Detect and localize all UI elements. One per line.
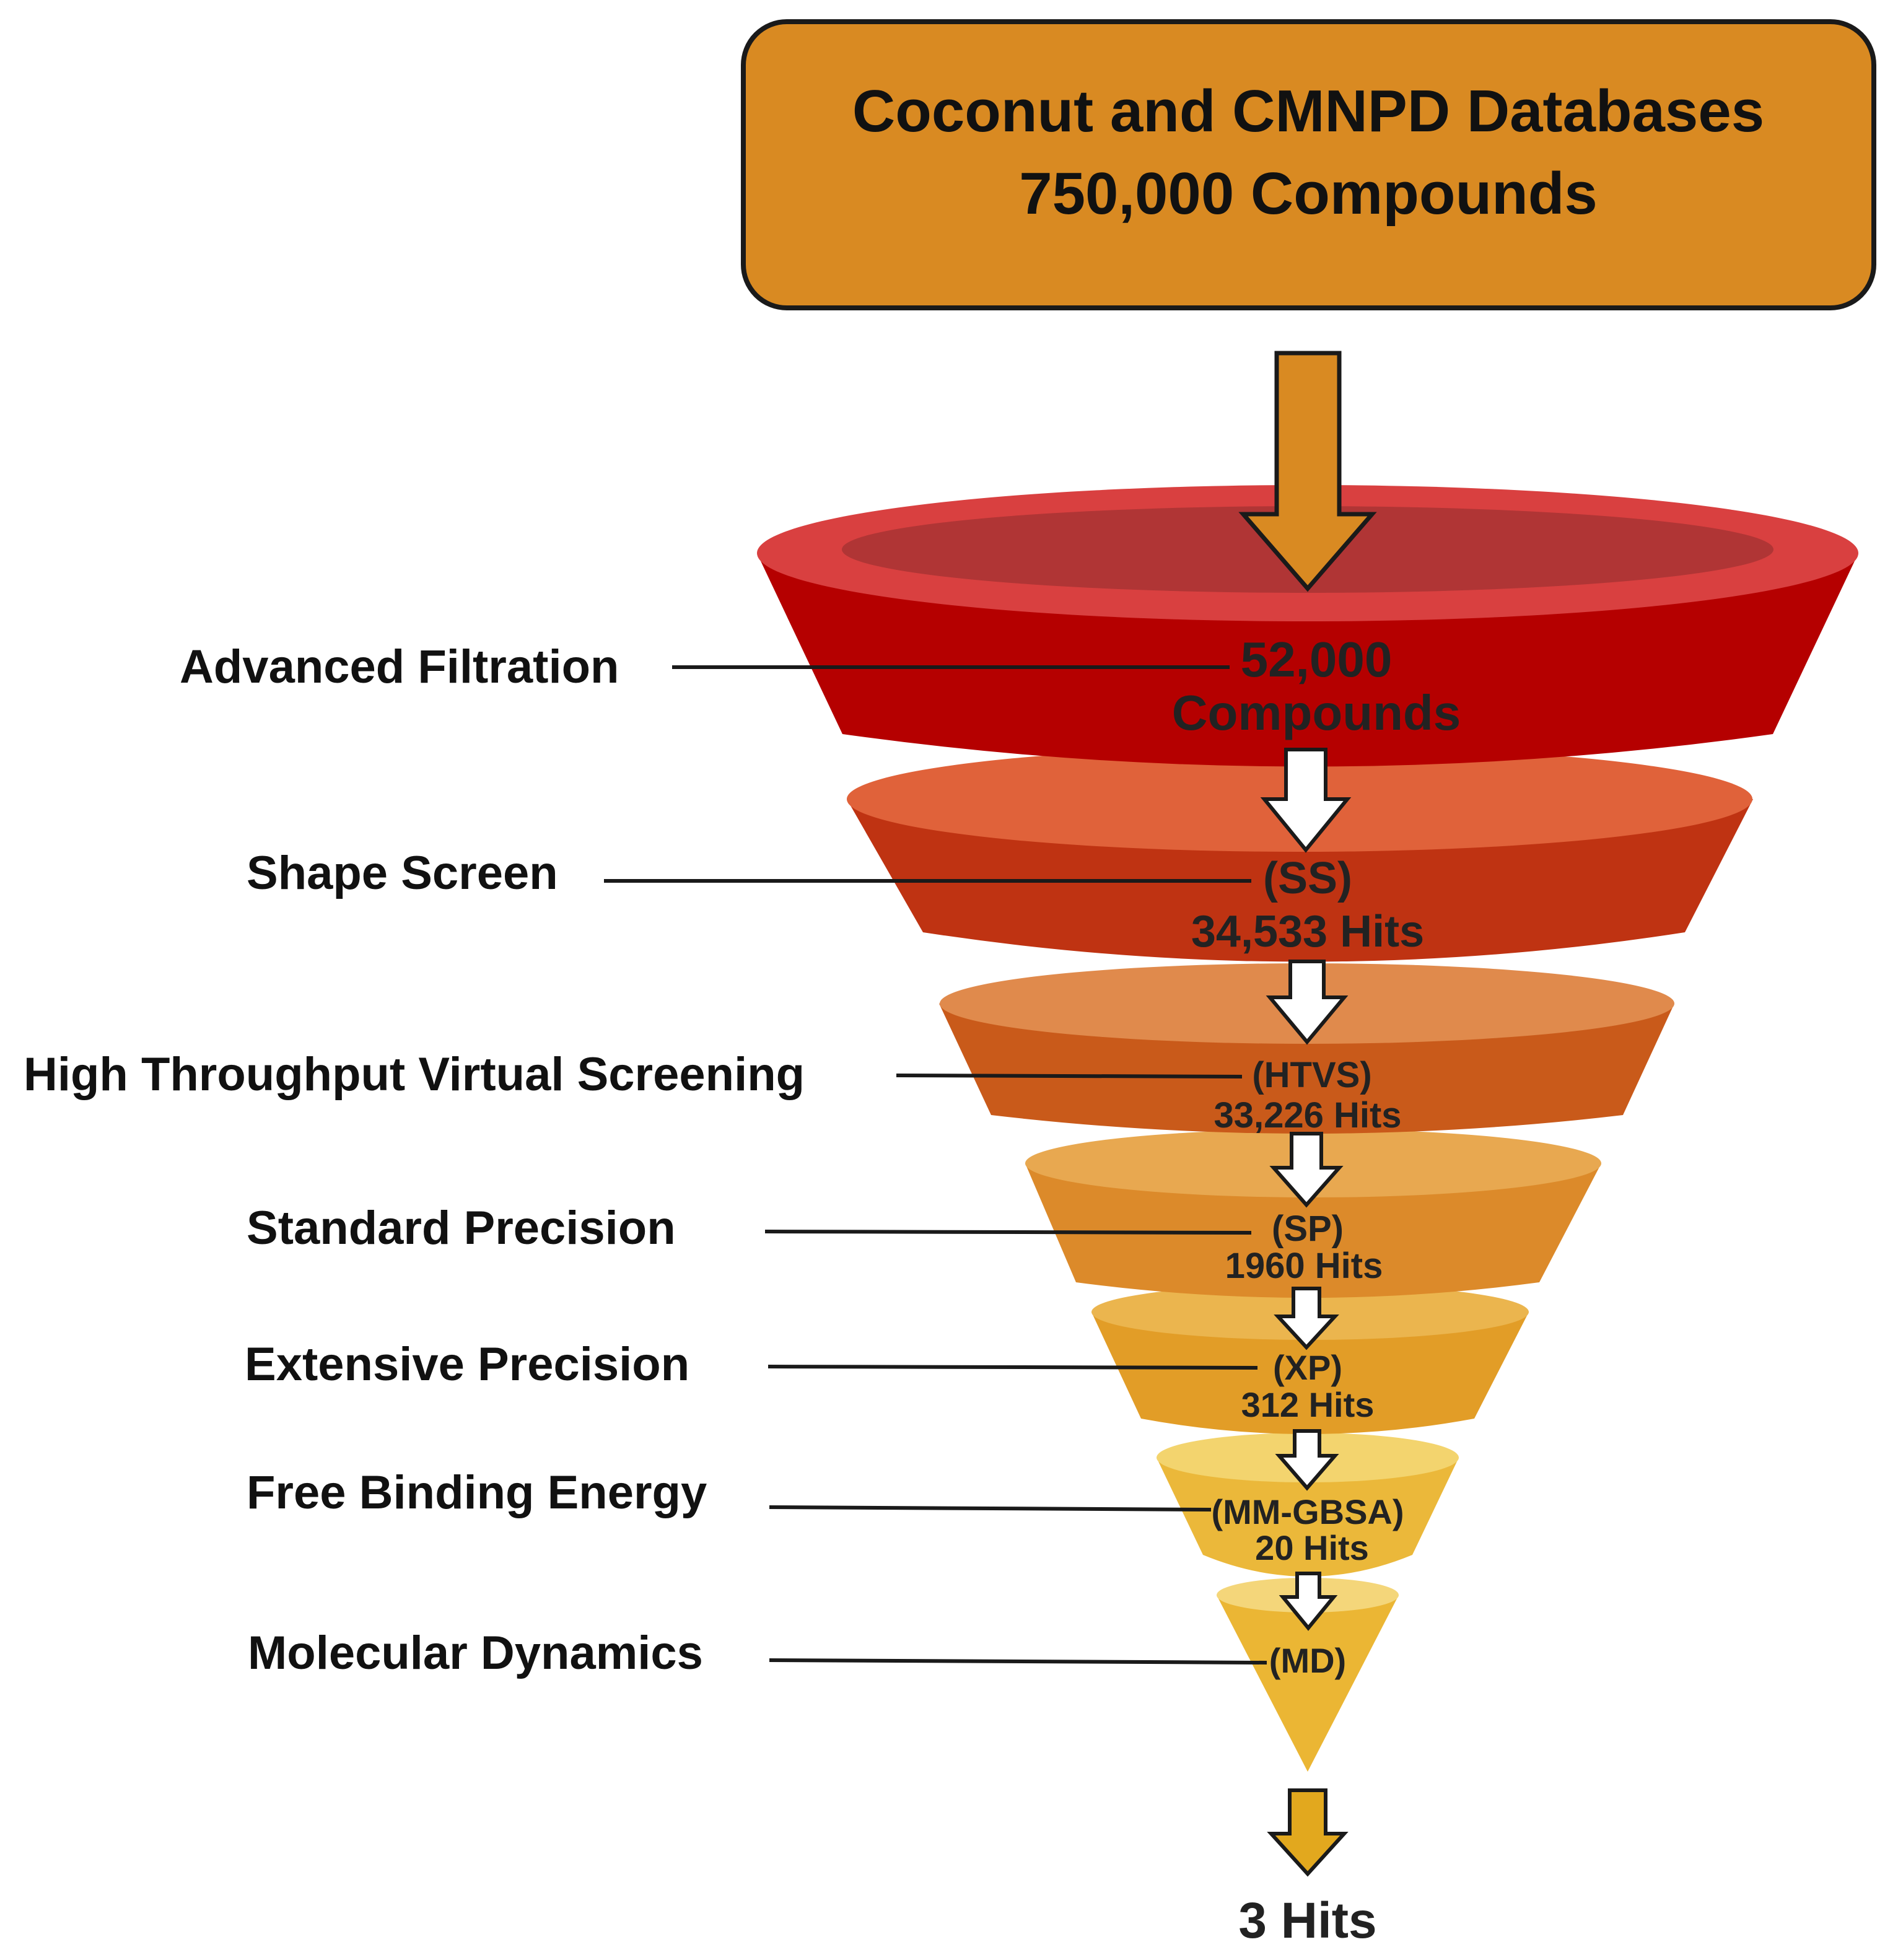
source-box-shape <box>741 19 1876 310</box>
funnel-stage-body <box>1217 1595 1399 1772</box>
funnel-stage-count: 312 Hits <box>1241 1385 1375 1424</box>
leader-line-molecular-dynamics <box>769 1658 1267 1665</box>
stage-label-htvs: High Throughput Virtual Screening <box>24 1048 805 1101</box>
source-box-title: Coconut and CMNPD Databases <box>852 78 1764 144</box>
funnel-stage-code: (HTVS) <box>1252 1055 1371 1095</box>
leader-line-standard-precision <box>764 1230 1252 1235</box>
funnel-stage-unit: Compounds <box>1172 685 1461 740</box>
stage-arrow-5 <box>1275 1429 1339 1491</box>
funnel-stage-advanced-filtration: 52,000 Compounds <box>757 485 1858 767</box>
stage-label-molecular-dynamics: Molecular Dynamics <box>248 1627 703 1679</box>
stage-arrow-2 <box>1266 960 1349 1045</box>
funnel-stage-code: (XP) <box>1273 1348 1342 1387</box>
funnel-stage-code: (MM-GBSA) <box>1211 1492 1404 1531</box>
funnel-stage-body <box>1025 1163 1601 1298</box>
final-down-arrow <box>1267 1788 1349 1877</box>
funnel-stage-free-binding-energy: (MM-GBSA) 20 Hits <box>1157 1433 1459 1577</box>
stage-label-free-binding-energy: Free Binding Energy <box>247 1466 707 1519</box>
funnel-stage-body <box>1157 1458 1459 1577</box>
leader-line-free-binding-energy <box>769 1505 1212 1512</box>
stage-arrow-1 <box>1260 748 1352 853</box>
stage-label-advanced-filtration: Advanced Filtration <box>180 641 619 693</box>
funnel-stage-count: 20 Hits <box>1255 1528 1369 1567</box>
source-database-box: Coconut and CMNPD Databases 750,000 Comp… <box>741 19 1876 310</box>
funnel-stage-extensive-precision: (XP) 312 Hits <box>1091 1284 1529 1434</box>
funnel-stage-body <box>1091 1312 1529 1434</box>
funnel-stage-code: (MD) <box>1269 1641 1346 1680</box>
leader-line-htvs <box>896 1074 1243 1078</box>
stage-label-shape-screen: Shape Screen <box>247 847 558 899</box>
funnel-stage-count: 1960 Hits <box>1225 1246 1383 1286</box>
final-hits-label: 3 Hits <box>1238 1892 1376 1949</box>
main-down-arrow <box>1238 351 1377 592</box>
stage-arrow-3 <box>1269 1132 1344 1208</box>
source-box-count: 750,000 Compounds <box>1019 160 1598 227</box>
funnel-stage-code: (SP) <box>1272 1209 1344 1249</box>
stage-label-standard-precision: Standard Precision <box>247 1202 676 1254</box>
stage-arrow-4 <box>1274 1287 1339 1350</box>
leader-line-extensive-precision <box>768 1365 1258 1370</box>
funnel-stage-code: (SS) <box>1263 854 1352 903</box>
stage-arrow-6 <box>1279 1572 1338 1631</box>
stage-label-extensive-precision: Extensive Precision <box>245 1338 689 1391</box>
funnel-stage-count: 34,533 Hits <box>1191 907 1424 956</box>
funnel-stage-count: 33,226 Hits <box>1214 1095 1401 1135</box>
funnel-stage-htvs: (HTVS) 33,226 Hits <box>939 963 1674 1135</box>
funnel-stage-count: 52,000 <box>1241 632 1393 687</box>
